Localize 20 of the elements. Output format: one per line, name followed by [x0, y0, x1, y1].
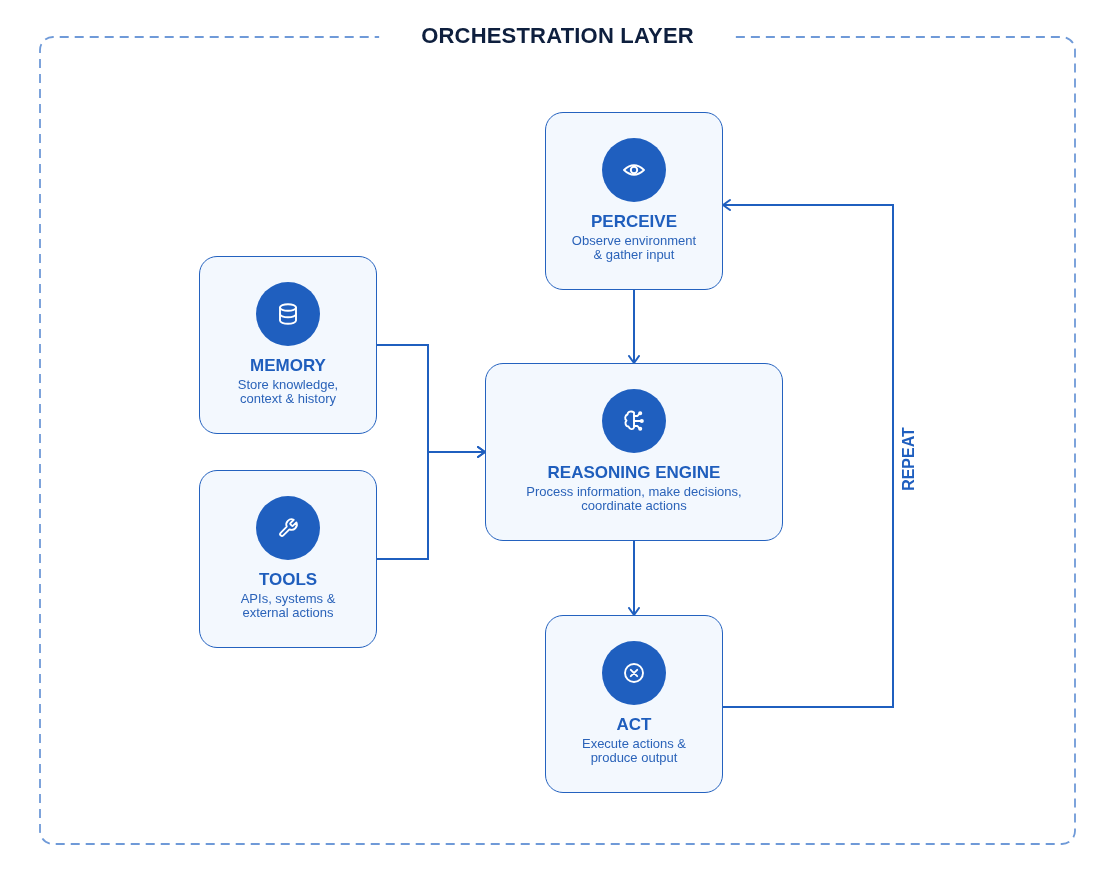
card-title: PERCEIVE	[591, 212, 677, 232]
card-description: Observe environment & gather input	[570, 234, 698, 262]
card-description: Execute actions & produce output	[580, 737, 688, 765]
card-title: REASONING ENGINE	[547, 463, 721, 483]
card-title: MEMORY	[250, 356, 326, 376]
card-title: ACT	[616, 715, 652, 735]
arrow	[722, 199, 894, 708]
card-description: APIs, systems & external actions	[239, 592, 337, 620]
step-card	[199, 256, 377, 434]
layer-heading: ORCHESTRATION LAYER	[421, 23, 694, 49]
arrow	[628, 289, 640, 364]
step-card	[485, 363, 783, 541]
card-title: TOOLS	[258, 570, 318, 590]
card-description: Process information, make decisions, coordinate actions	[525, 485, 743, 513]
step-card	[199, 470, 377, 648]
card-description: Store knowledge, context & history	[236, 378, 340, 406]
step-card	[545, 615, 723, 793]
arrow	[628, 540, 640, 616]
step-card	[545, 112, 723, 290]
arrow	[376, 446, 486, 560]
